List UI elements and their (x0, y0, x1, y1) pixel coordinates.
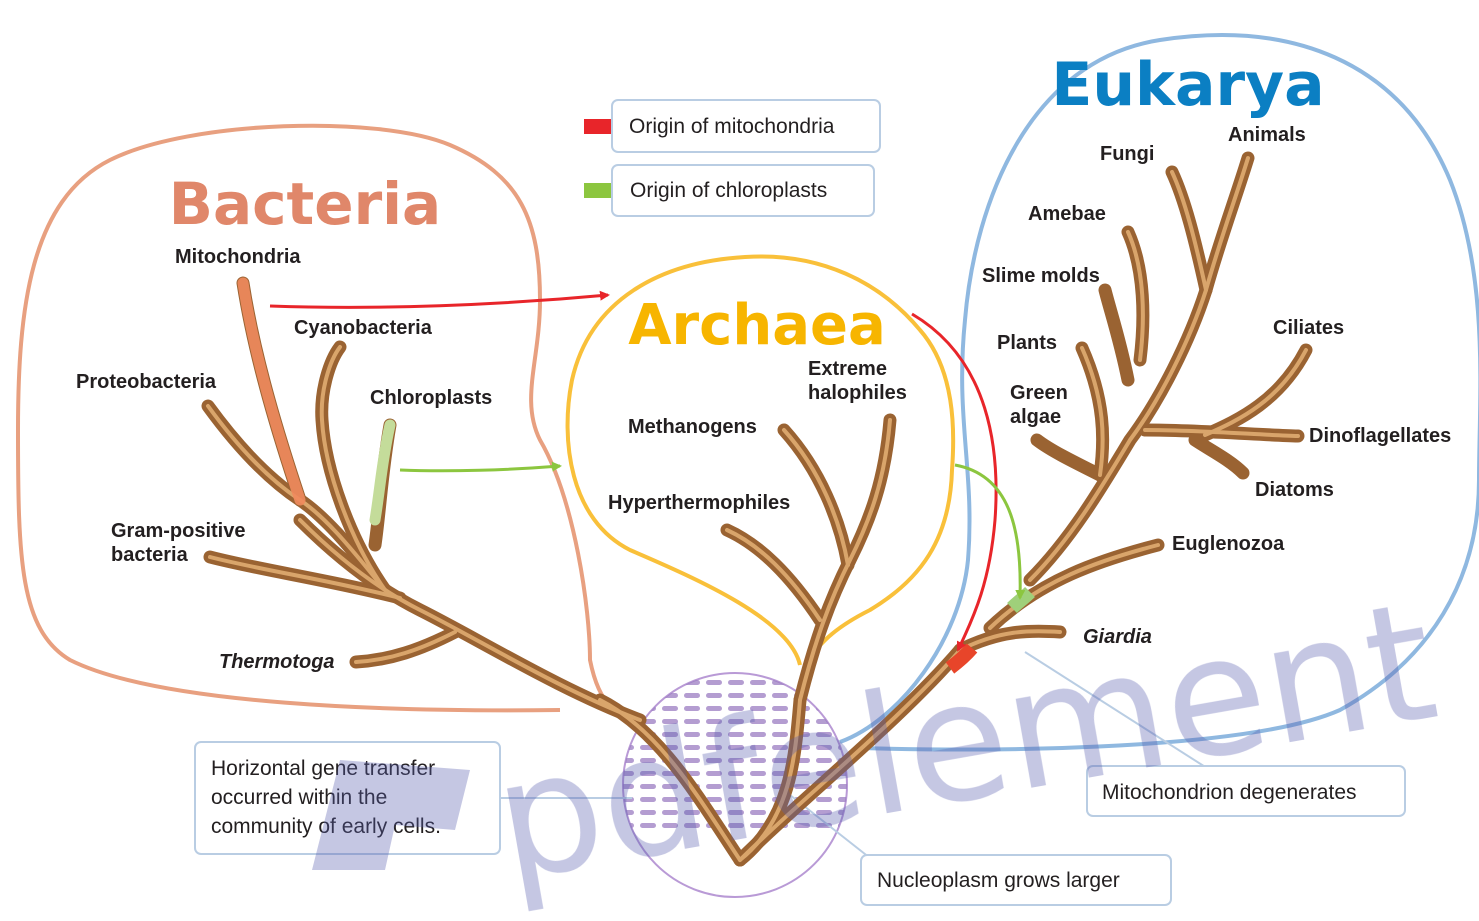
legend-mitochondria-label: Origin of mitochondria (629, 115, 835, 138)
label-ciliates: Ciliates (1273, 317, 1344, 339)
label-gram-positive-line2: bacteria (111, 544, 189, 566)
label-euglenozoa: Euglenozoa (1172, 533, 1285, 555)
label-proteobacteria: Proteobacteria (76, 371, 217, 393)
label-diatoms: Diatoms (1255, 479, 1334, 501)
nucleoplasm-callout-text: Nucleoplasm grows larger (877, 869, 1120, 892)
label-gram-positive-line1: Gram-positive (111, 520, 245, 542)
label-chloroplasts: Chloroplasts (370, 387, 492, 409)
mitochondria-arrow-to-eukarya (912, 314, 996, 650)
legend-chloroplasts-label: Origin of chloroplasts (630, 179, 827, 202)
bacteria-title: Bacteria (169, 170, 441, 238)
label-mitochondria: Mitochondria (175, 246, 301, 268)
label-cyanobacteria: Cyanobacteria (294, 317, 433, 339)
chloroplast-arrow-to-archaea (400, 466, 560, 471)
label-animals: Animals (1228, 124, 1306, 146)
label-amebae: Amebae (1028, 203, 1106, 225)
label-extreme-halophiles-line2: halophiles (808, 382, 907, 404)
label-slime-molds: Slime molds (982, 265, 1100, 287)
label-extreme-halophiles-line1: Extreme (808, 358, 887, 380)
mitochondria-arrow-to-archaea (270, 295, 608, 307)
label-green-algae-line1: Green (1010, 382, 1068, 404)
label-green-algae-line2: algae (1010, 406, 1061, 428)
label-thermotoga: Thermotoga (219, 651, 335, 673)
label-plants: Plants (997, 332, 1057, 354)
label-methanogens: Methanogens (628, 416, 757, 438)
archaea-title: Archaea (628, 293, 886, 358)
label-dinoflagellates: Dinoflagellates (1309, 425, 1451, 447)
eukarya-title: Eukarya (1051, 50, 1324, 120)
label-hyperthermophiles: Hyperthermophiles (608, 492, 790, 514)
label-fungi: Fungi (1100, 143, 1154, 165)
